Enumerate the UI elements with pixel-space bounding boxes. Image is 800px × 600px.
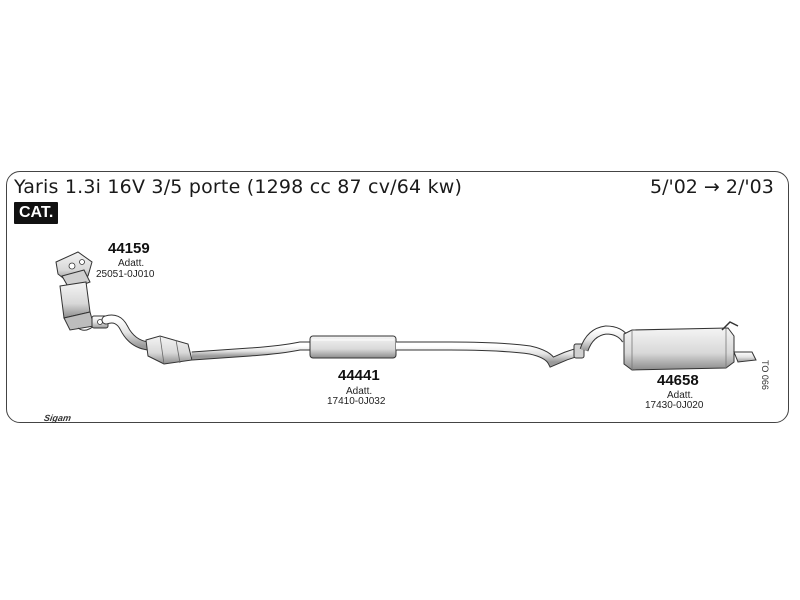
- part-adapt-label: Adatt.: [667, 390, 694, 401]
- vehicle-title: Yaris 1.3i 16V 3/5 porte (1298 cc 87 cv/…: [14, 176, 463, 198]
- part-number-44159[interactable]: 44159: [108, 240, 150, 257]
- part-number-44441[interactable]: 44441: [338, 367, 380, 384]
- rear-muffler-44658[interactable]: [623, 321, 757, 371]
- part-number-44658[interactable]: 44658: [657, 372, 699, 389]
- diagram-frame: [6, 171, 789, 423]
- rear-pipe[interactable]: [396, 325, 630, 368]
- part-adapt-label: Adatt.: [346, 386, 373, 397]
- part-oem-code: 17410-0J032: [327, 396, 386, 407]
- mid-pipe[interactable]: [191, 341, 312, 361]
- center-muffler-44441[interactable]: [309, 335, 397, 359]
- front-pipe[interactable]: [101, 314, 193, 365]
- catalytic-manifold-44159[interactable]: [55, 251, 109, 331]
- date-range: 5/'02 → 2/'03: [650, 176, 774, 198]
- part-adapt-label: Adatt.: [118, 258, 145, 269]
- cat-badge: CAT.: [14, 202, 59, 224]
- part-oem-code: 17430-0J020: [645, 400, 704, 411]
- part-oem-code: 25051-0J010: [96, 269, 155, 280]
